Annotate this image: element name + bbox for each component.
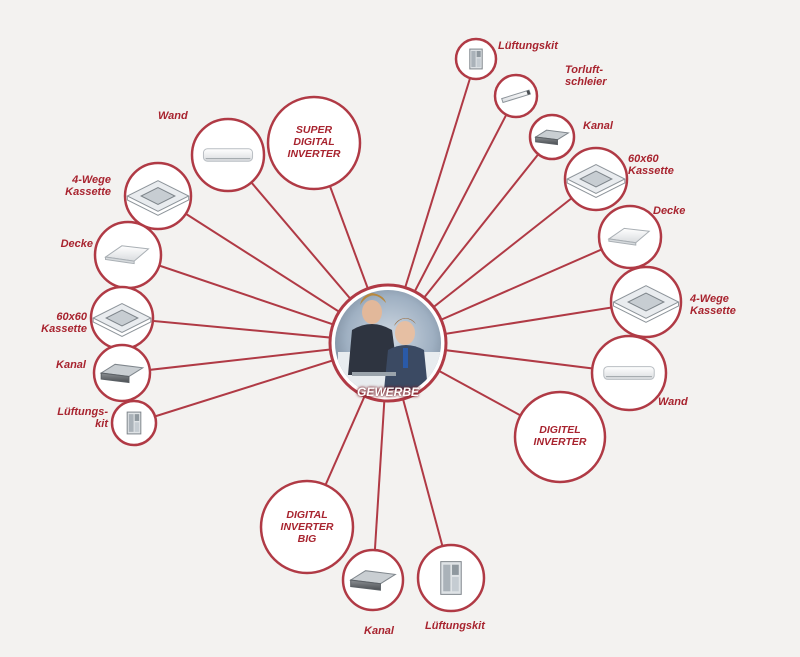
air-curtain-icon	[501, 89, 531, 104]
product-label-k6060-r: 60x60 Kassette	[628, 153, 674, 177]
ventilation-kit-icon	[469, 48, 483, 70]
product-node-decke-r	[597, 204, 663, 270]
product-node-kanal-r	[528, 113, 576, 161]
center-label: GEWERBE	[356, 385, 419, 399]
product-label-kanal-b: Kanal	[364, 625, 394, 637]
duct-unit-icon	[534, 129, 570, 146]
wall-unit-icon	[603, 366, 655, 380]
product-node-k6060-r	[563, 146, 629, 212]
product-node-kassette4-r	[609, 265, 683, 339]
cassette-icon	[566, 164, 626, 198]
ceiling-unit-icon	[607, 227, 651, 246]
product-label-kassette4-r: 4-Wege Kassette	[690, 293, 736, 317]
product-node-wand-l	[190, 117, 266, 193]
product-label-kassette4-l: 4-Wege Kassette	[65, 174, 111, 198]
product-label-lueft-b: Lüftungskit	[425, 620, 485, 632]
product-node-lueft-t	[454, 37, 498, 81]
category-node-digitel	[513, 390, 607, 484]
product-node-lueft-l	[110, 399, 158, 447]
ceiling-unit-icon	[104, 245, 150, 265]
category-node-big	[259, 479, 355, 575]
product-label-kanal-l: Kanal	[56, 359, 86, 371]
product-node-decke-l	[93, 220, 163, 290]
product-label-kanal-r: Kanal	[583, 120, 613, 132]
category-label-super: SUPER DIGITAL INVERTER	[287, 124, 341, 160]
wall-unit-icon	[202, 148, 254, 162]
product-label-lueft-t: Lüftungskit	[498, 40, 558, 52]
product-node-torluft	[493, 73, 539, 119]
center-node	[328, 283, 448, 403]
cassette-icon	[92, 303, 152, 337]
product-label-k6060-l: 60x60 Kassette	[41, 311, 87, 335]
product-label-decke-l: Decke	[60, 238, 93, 250]
category-node-super	[266, 95, 362, 191]
product-label-torluft: Torluft- schleier	[565, 64, 607, 88]
cassette-icon	[126, 180, 190, 216]
product-node-wand-r	[590, 334, 668, 412]
ventilation-kit-icon	[126, 411, 142, 435]
product-node-lueft-b	[416, 543, 486, 613]
product-node-kanal-l	[92, 343, 152, 403]
product-label-wand-r: Wand	[658, 396, 688, 408]
ventilation-kit-icon	[440, 561, 462, 595]
product-node-kassette4-l	[123, 161, 193, 231]
duct-unit-icon	[349, 570, 397, 591]
category-label-big: DIGITAL INVERTER BIG	[280, 509, 334, 545]
cassette-icon	[612, 285, 680, 323]
duct-unit-icon	[99, 363, 145, 384]
product-label-decke-r: Decke	[653, 205, 686, 217]
nodes	[89, 37, 683, 613]
product-node-k6060-l	[89, 285, 155, 351]
category-label-digitel: DIGITEL INVERTER	[533, 424, 587, 448]
product-node-kanal-b	[341, 548, 405, 612]
product-label-lueft-l: Lüftungs- kit	[57, 406, 108, 430]
product-label-wand-l: Wand	[158, 110, 188, 122]
